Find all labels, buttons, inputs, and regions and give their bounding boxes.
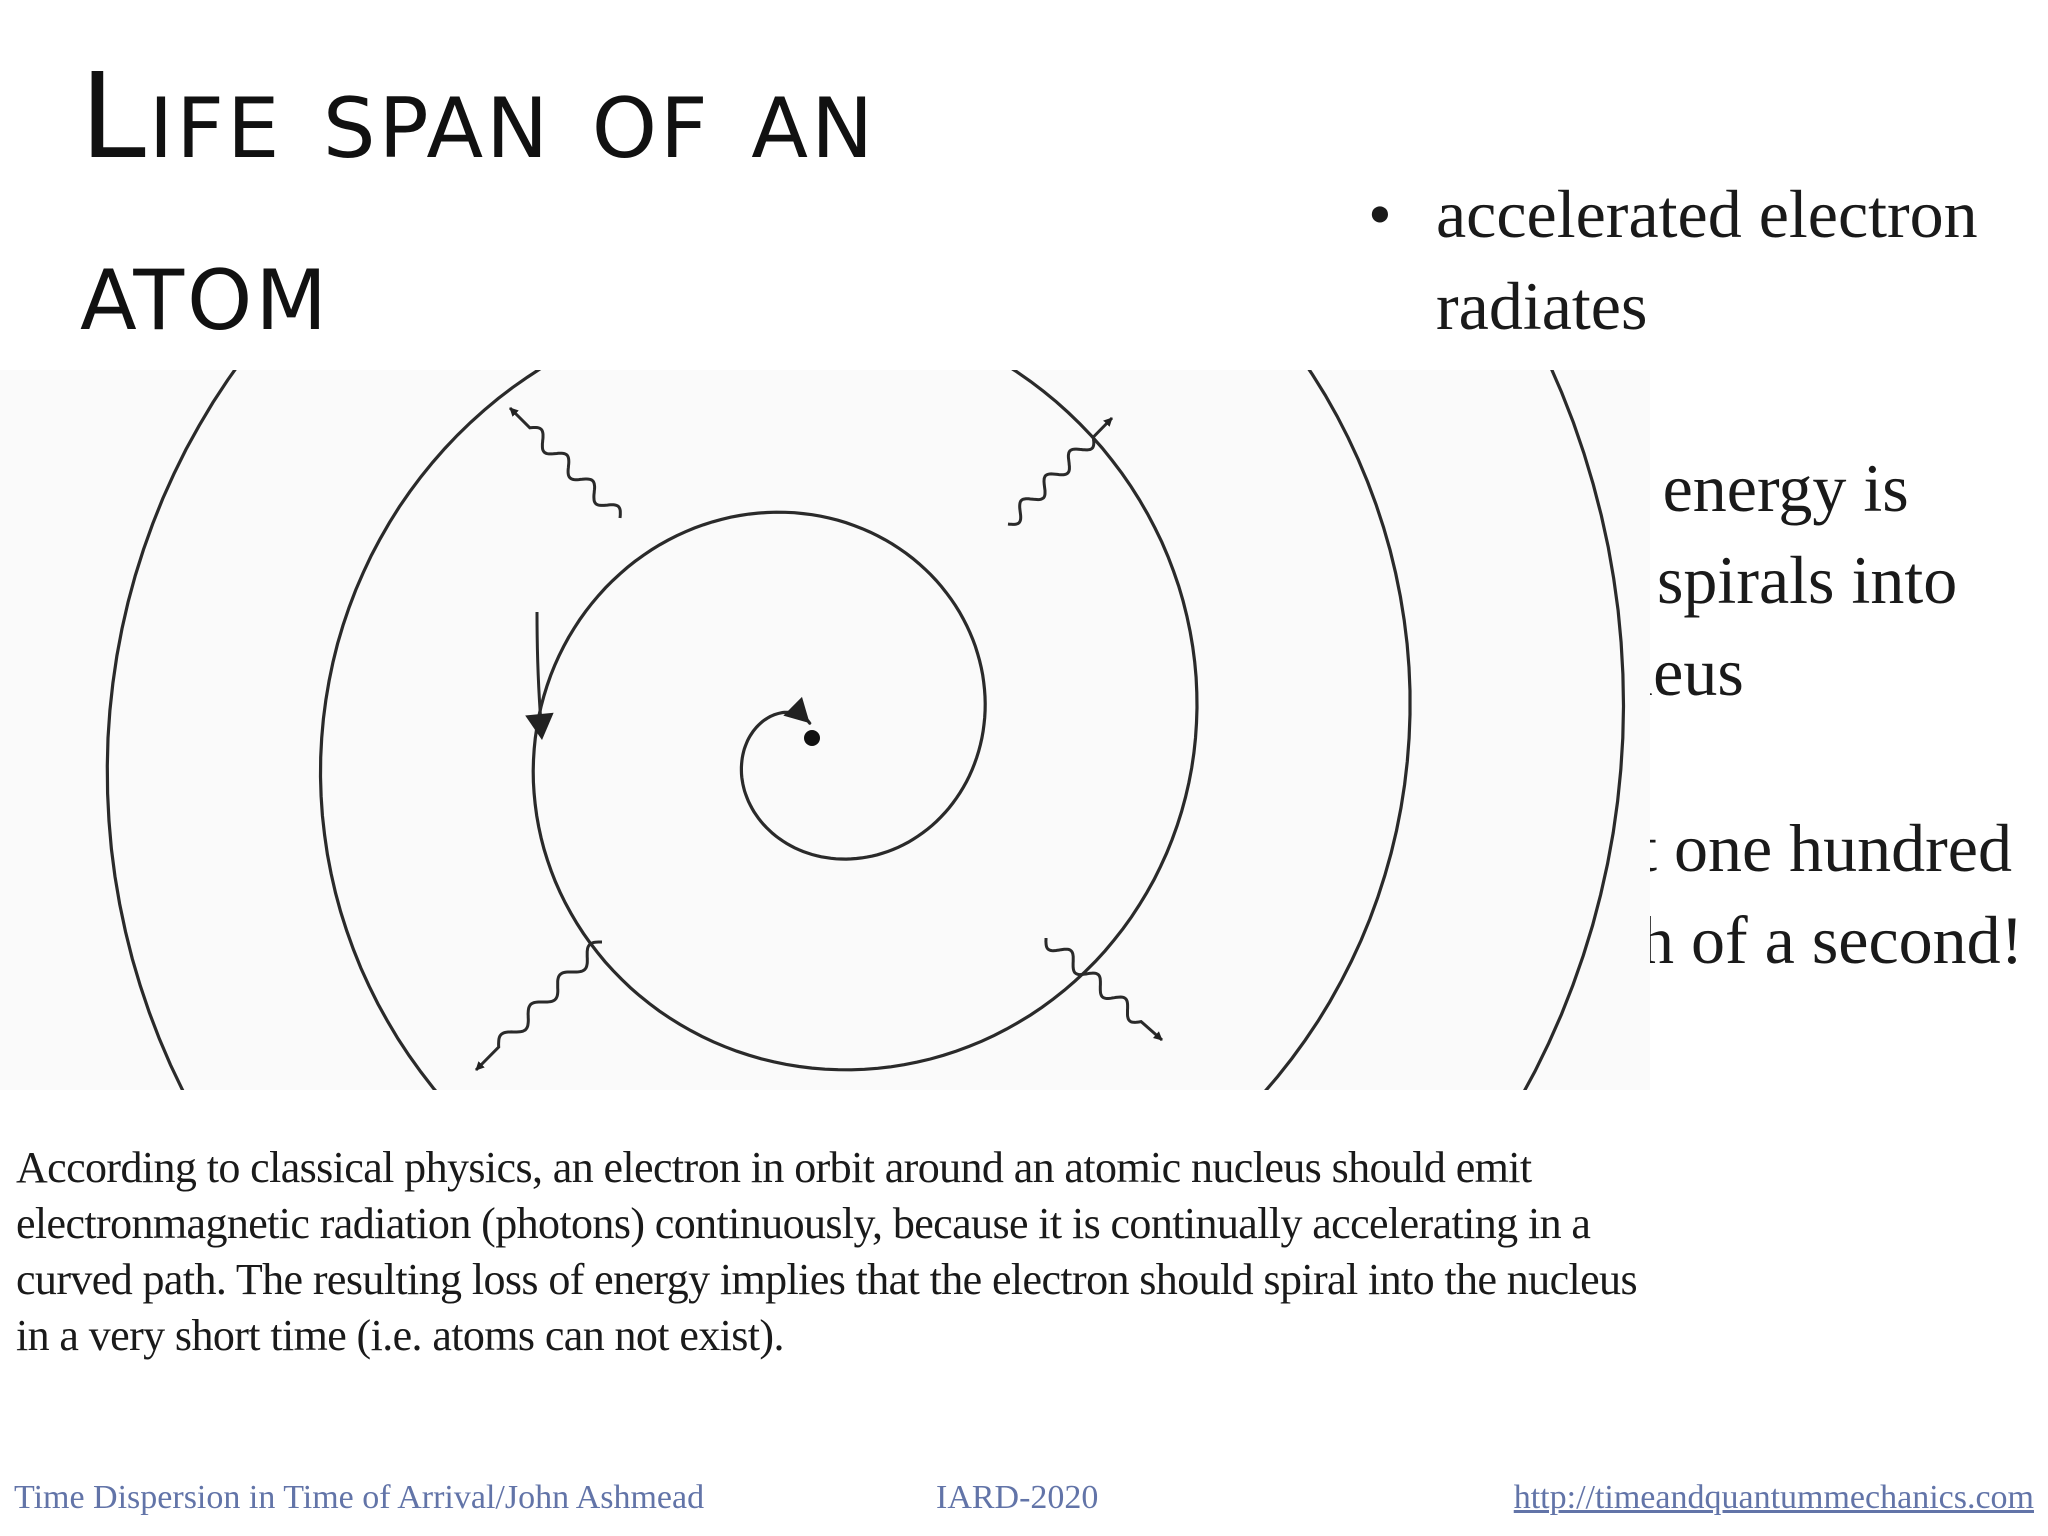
slide-title-line-2: atom (80, 219, 330, 357)
photon-wave-down-left (474, 940, 602, 1072)
photon-wave-up-right (1007, 416, 1114, 526)
footer-presentation-title: Time Dispersion in Time of Arrival/John … (14, 1479, 705, 1516)
footer-conference: IARD-2020 (936, 1479, 1099, 1516)
slide-title-line-1: Life span of an (80, 47, 877, 185)
photon-wave-down-right (1044, 938, 1163, 1042)
electron-spiral-path (105, 370, 1626, 1090)
bullet-item: accelerated electron radiates (1368, 168, 2028, 352)
diagram-caption: According to classical physics, an elect… (16, 1143, 1638, 1360)
slide-title: Life span of an atom (80, 30, 876, 374)
nucleus-dot (804, 730, 820, 746)
electron-spiral-diagram (105, 370, 1626, 1090)
spiral-arrowhead (783, 696, 810, 724)
footer-url-link[interactable]: http://timeandquantummechanics.com (1513, 1479, 2034, 1516)
figure-background (0, 370, 1650, 1090)
photon-wave-up-left (508, 406, 622, 519)
orbit-direction-arrowhead (525, 712, 554, 740)
